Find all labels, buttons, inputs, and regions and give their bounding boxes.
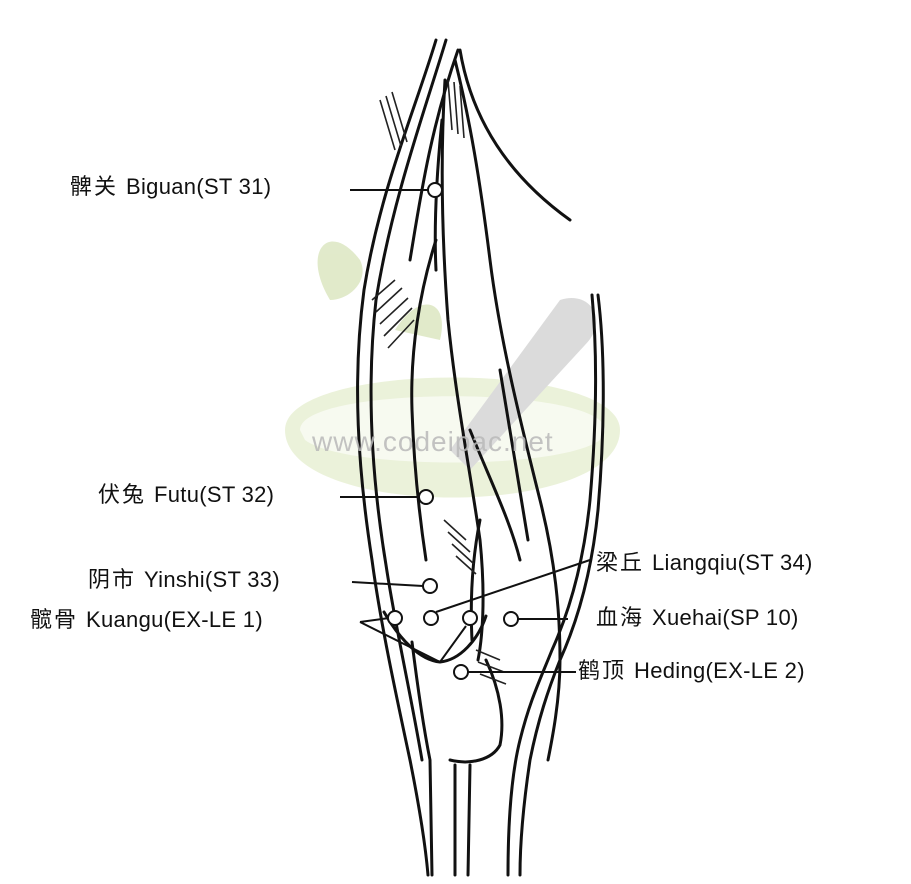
label-xuehai-zh: 血海 bbox=[596, 605, 645, 630]
label-liangqiu-en: Liangqiu(ST 34) bbox=[652, 550, 813, 575]
label-xuehai-en: Xuehai(SP 10) bbox=[652, 605, 799, 630]
label-xuehai: 血海 Xuehai(SP 10) bbox=[596, 607, 799, 629]
leader-yinshi bbox=[351, 581, 424, 587]
point-futu bbox=[418, 489, 434, 505]
label-heding: 鹤顶 Heding(EX-LE 2) bbox=[578, 660, 805, 682]
label-heding-en: Heding(EX-LE 2) bbox=[634, 658, 805, 683]
label-yinshi-en: Yinshi(ST 33) bbox=[144, 567, 280, 592]
label-biguan-en: Biguan(ST 31) bbox=[126, 174, 272, 199]
point-liangqiu bbox=[423, 610, 439, 626]
label-futu-en: Futu(ST 32) bbox=[154, 482, 275, 507]
leader-lines bbox=[340, 189, 591, 673]
point-yinshi bbox=[422, 578, 438, 594]
muscle-hatching bbox=[371, 79, 507, 685]
label-biguan-zh: 髀关 bbox=[70, 174, 119, 199]
label-liangqiu-zh: 梁丘 bbox=[596, 550, 645, 575]
watermark-text: www.codeipac.net bbox=[312, 426, 554, 457]
label-futu-zh: 伏兔 bbox=[98, 482, 147, 507]
label-heding-zh: 鹤顶 bbox=[578, 658, 627, 683]
label-kuangu-en: Kuangu(EX-LE 1) bbox=[86, 607, 263, 632]
point-kuangu-medial bbox=[462, 610, 478, 626]
point-kuangu-lateral bbox=[387, 610, 403, 626]
label-biguan: 髀关 Biguan(ST 31) bbox=[70, 176, 271, 198]
point-heding bbox=[453, 664, 469, 680]
watermark-emblem bbox=[285, 241, 620, 498]
label-kuangu: 髋骨 Kuangu(EX-LE 1) bbox=[30, 609, 263, 631]
point-biguan bbox=[427, 182, 443, 198]
point-xuehai bbox=[503, 611, 519, 627]
leader-liangqiu bbox=[435, 559, 591, 613]
label-yinshi-zh: 阴市 bbox=[88, 567, 137, 592]
label-kuangu-zh: 髋骨 bbox=[30, 607, 79, 632]
leg-outline bbox=[356, 38, 605, 877]
acupoint-markers bbox=[387, 182, 519, 680]
label-yinshi: 阴市 Yinshi(ST 33) bbox=[88, 569, 280, 591]
label-futu: 伏兔 Futu(ST 32) bbox=[98, 484, 274, 506]
leader-kuangu bbox=[359, 617, 467, 664]
label-liangqiu: 梁丘 Liangqiu(ST 34) bbox=[596, 552, 813, 574]
